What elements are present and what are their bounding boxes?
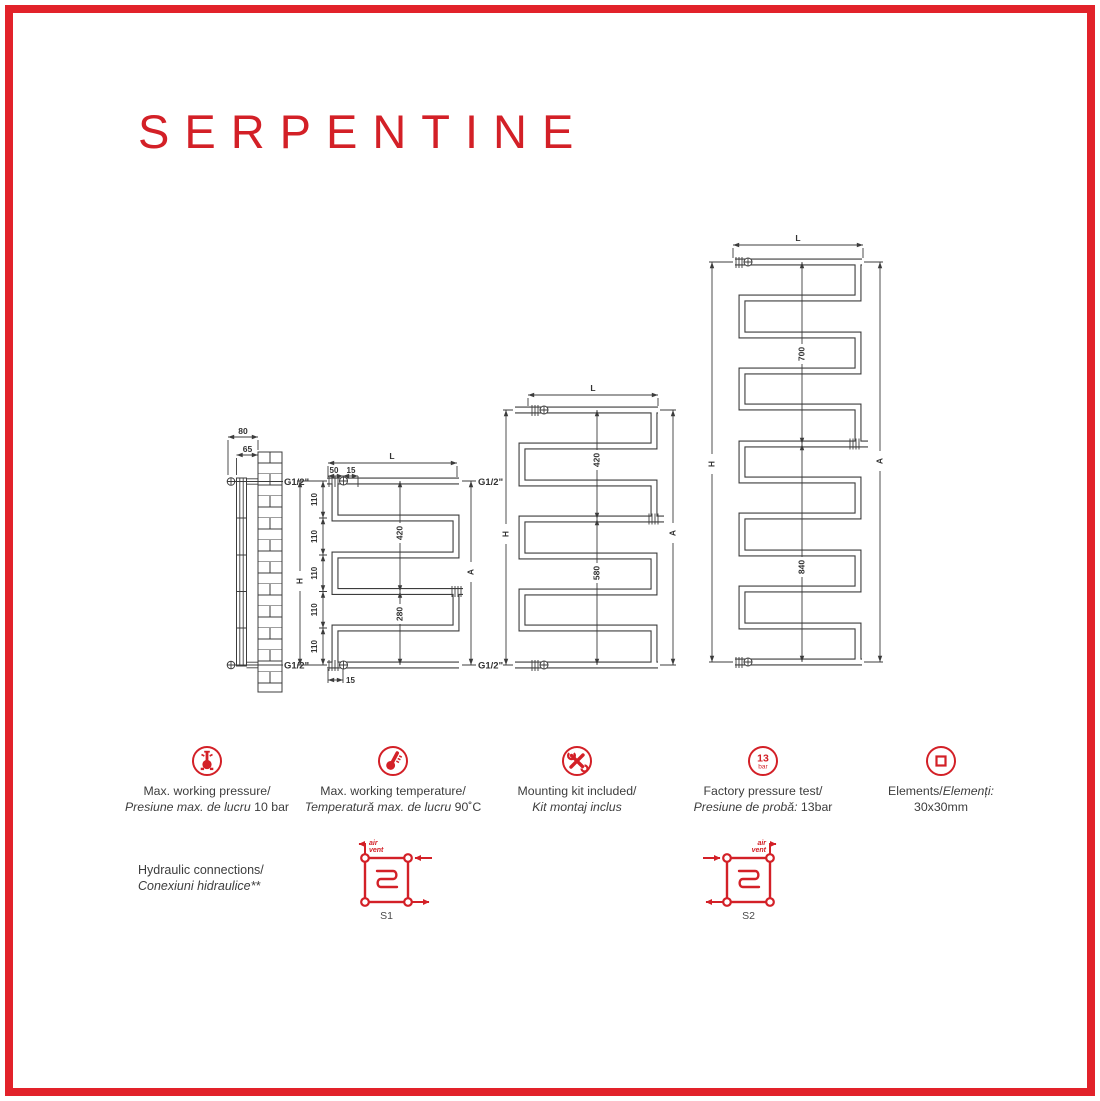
side-depth-dim: 80	[238, 426, 248, 436]
radiator-glyph	[737, 869, 761, 889]
small-conn-top-label: G1/2"	[478, 477, 503, 488]
spec-label-en: Elements/Elemenți:	[888, 784, 994, 798]
spec-label-en: Max. working pressure/	[143, 784, 271, 798]
side-bottom-connection	[226, 660, 236, 670]
large-lower-dim: 840	[797, 560, 807, 574]
spec-label-ro: Kit montaj inclus	[532, 800, 622, 814]
medium-width-dim: A	[668, 530, 678, 536]
small-conn-bottom-label: G1/2"	[478, 661, 503, 672]
front-view-large: L 700 840 A H	[707, 233, 885, 668]
medium-upper-dim: 420	[592, 453, 602, 467]
air-vent-label-line2: vent	[369, 847, 384, 854]
medium-lower-dim: 580	[592, 566, 602, 580]
large-length-dim: L	[795, 233, 800, 243]
spec-mounting-kit: Mounting kit included/ Kit montaj inclus	[479, 746, 675, 815]
small-gap-dim-3: 110	[310, 566, 319, 579]
hydraulic-connections-label: Hydraulic connections/ Conexiuni hidraul…	[138, 862, 264, 894]
technical-drawings: 80 65 G1/2" G1/2" L	[226, 233, 885, 693]
spec-label-en: Mounting kit included/	[517, 784, 637, 798]
small-height-dim: H	[295, 578, 305, 584]
spec-pressure-test: 13 bar Factory pressure test/ Presiune d…	[665, 746, 861, 815]
small-gap-dim-4: 110	[310, 603, 319, 616]
spec-elements: Elements/Elemenți: 30x30mm	[843, 746, 1039, 815]
medium-height-dim: H	[501, 531, 511, 537]
front-view-medium: L 420 580 A H	[501, 383, 678, 671]
small-gap-dim-1: 110	[310, 492, 319, 505]
spec-element-size: 30x30mm	[914, 800, 968, 814]
large-width-dim: A	[875, 458, 885, 464]
air-vent-label-line2: vent	[752, 847, 767, 854]
air-vent-label-line1: air	[369, 840, 379, 847]
spec-label-ro: Presiune de probă: 13bar	[693, 800, 833, 814]
hydraulic-label-ro: Conexiuni hidraulice**	[138, 879, 261, 893]
front-view-small: L 50 15 110 110 110 110 110 420 28	[295, 451, 504, 685]
page-title: SERPENTINE	[138, 105, 589, 158]
medium-length-dim: L	[590, 383, 595, 393]
radiator-glyph	[375, 869, 399, 889]
air-vent-label-line1: air	[757, 840, 767, 847]
small-gap-dim-2: 110	[310, 529, 319, 542]
small-width-dim: A	[466, 569, 476, 575]
badge-value: 13	[757, 753, 769, 765]
hydraulic-diagram-s2: air vent S2	[703, 840, 777, 922]
element-square-icon	[926, 746, 956, 776]
radiator-profile	[236, 477, 247, 667]
side-view-drawing: 80 65 G1/2" G1/2"	[226, 426, 309, 693]
small-lower-dim: 280	[395, 607, 405, 621]
small-d15-top: 15	[347, 466, 356, 475]
spec-max-temperature: Max. working temperature/ Temperatură ma…	[295, 746, 491, 815]
wall-section	[257, 451, 283, 693]
spec-label-ro: Temperatură max. de lucru 90˚C	[304, 800, 482, 814]
small-gap-dim-5: 110	[310, 639, 319, 652]
small-d50: 50	[330, 466, 339, 475]
badge-unit: bar	[758, 764, 768, 771]
small-d15-bottom: 15	[346, 676, 355, 685]
s1-label: S1	[380, 910, 393, 922]
small-upper-dim: 420	[395, 526, 405, 540]
small-length-dim: L	[389, 451, 394, 461]
spec-label-ro: Presiune max. de lucru 10 bar	[124, 800, 290, 814]
tools-icon	[562, 746, 592, 776]
13bar-badge-icon: 13 bar	[748, 746, 778, 776]
hydraulic-label-en: Hydraulic connections/	[138, 863, 264, 877]
s2-label: S2	[742, 910, 755, 922]
large-height-dim: H	[707, 461, 717, 467]
hydraulic-diagram-s1: air vent S1	[358, 840, 432, 922]
side-top-connection	[226, 477, 236, 486]
side-offset-dim: 65	[243, 444, 253, 454]
large-upper-dim: 700	[797, 347, 807, 361]
spec-label-en: Max. working temperature/	[320, 784, 466, 798]
side-conn-top-label: G1/2"	[284, 477, 309, 488]
pressure-icon	[192, 746, 222, 776]
side-conn-bottom-label: G1/2"	[284, 661, 309, 672]
spec-max-pressure: Max. working pressure/ Presiune max. de …	[109, 746, 305, 815]
thermometer-icon	[378, 746, 408, 776]
spec-label-en: Factory pressure test/	[703, 784, 823, 798]
